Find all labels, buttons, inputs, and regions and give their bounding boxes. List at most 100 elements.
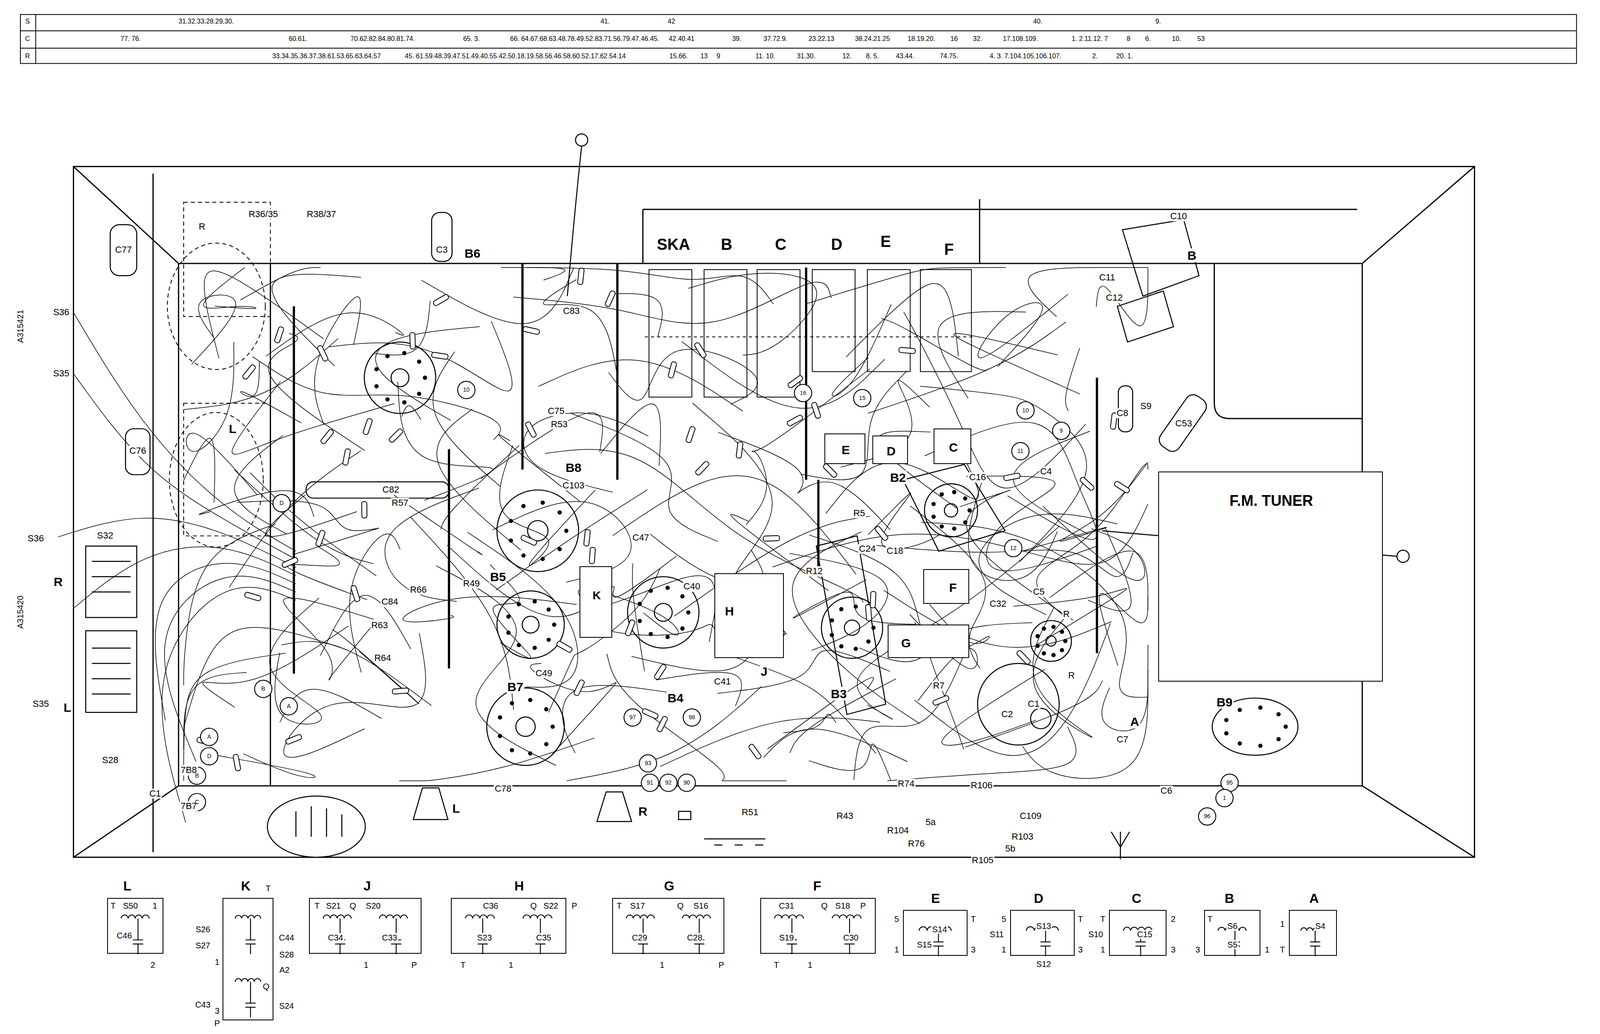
resistors [196,268,1131,772]
label-holder: 98 [687,713,697,721]
label-holder: 38.24.21.25 [854,35,892,43]
coil-symbols [235,915,262,919]
label-holder: 10. [1171,35,1182,43]
pin-label: 1 [658,960,666,970]
text-holder: H [723,604,735,618]
text-holder: C28 [686,933,704,943]
resistors [589,547,596,564]
tube-sockets [654,603,673,622]
coil-unit: HJ [714,573,784,659]
text-holder: T [459,960,467,970]
table-cell: 17.108.109. [1002,35,1040,43]
coil-symbols [245,918,256,955]
label-holder: R [52,574,64,589]
tube-sockets [541,500,545,505]
part-label: S36 [26,533,45,544]
wiring [966,476,1099,571]
label-holder: S35 [31,699,50,709]
unit-letter: F [812,879,823,894]
label-holder: S36 [52,307,70,318]
coil-unit-box: FC31QS18PS19C30T1 [760,898,876,955]
label-holder: 45. 61.59.48.39.47.51.49.40.55.42.50.18.… [404,52,627,60]
callout-number: 96 [1202,813,1212,820]
tube-sockets [546,638,551,642]
label-holder: 15.66. [668,52,689,60]
callout-circles [623,708,642,727]
pin-label: 2 [149,960,156,970]
wiring [252,356,501,440]
wiring [1022,644,1149,779]
wiring [783,713,836,733]
drawing-number: A315421 [15,308,25,344]
wiring [763,729,908,762]
callout-circles [188,381,1239,826]
capacitor-cans [125,428,150,475]
callout-circles [639,754,657,773]
label-holder: S [24,17,31,26]
wiring [1101,669,1148,731]
pin-label: C35 [535,933,553,943]
part-label: 5b [1004,843,1016,854]
resistors [573,679,585,697]
coil-unit-box: E5TS14S1513 [902,910,968,956]
terminal-strips [293,263,1097,674]
label-holder: 92 [664,778,673,787]
tube-sockets [1276,737,1281,741]
text-holder: C46 [115,931,133,941]
side-coil-assemblies [85,630,137,713]
wiring [867,322,1066,414]
text-holder: T [264,883,272,894]
brackets [902,464,1006,552]
callout-number: 11 [1016,447,1025,455]
label-holder: 33.34.35.36.37.38.61.53.65.63.64.57 [271,52,382,60]
wiring [58,267,1149,823]
part-label: C11 [1098,272,1117,283]
text-holder: T [970,914,977,924]
wiring [881,318,989,371]
speakers-and-plug [267,796,366,858]
pin-label: P [570,901,578,911]
part-label: C5 [1032,586,1046,597]
tube-sockets [686,610,690,615]
text-holder: E [840,443,851,457]
wiring [1049,550,1148,610]
pin-label: 1 [893,945,900,955]
text-holder: Q [820,901,829,911]
table-cell: 15.66. [668,52,689,60]
label-holder: C40 [682,581,701,592]
resistors [811,401,822,419]
part-letter: G [900,635,912,650]
label-holder: C1 [1027,699,1041,709]
label-holder: 4. 3. 7.104.105.106.107. [988,52,1062,60]
label-holder: 13 [699,52,709,60]
label-holder: C10 [1169,211,1188,222]
callout-circles [200,747,218,766]
label-holder: E [879,233,892,251]
part-label: R38/37 [306,209,338,220]
label-holder: 31.30. [796,52,817,60]
unit-letter: D [1032,891,1045,906]
part-label: C75 [546,406,566,417]
part-label: L [451,801,461,815]
resistors [315,529,326,547]
label-holder: C49 [534,668,554,679]
wiring [208,753,316,778]
wiring [183,338,339,410]
tube-sockets [963,496,968,501]
label-holder: 43.44. [895,52,915,60]
pin-label: S50 [122,901,139,911]
part-label: R [637,804,649,819]
text-holder: G [663,879,676,894]
part-letter: C [948,440,959,455]
wiring [937,311,1026,399]
coil-unit: G [887,624,970,659]
text-holder: Q [262,982,271,992]
label-holder: 74.75. [938,52,959,60]
text-holder: F [948,580,958,595]
resistors [1113,480,1131,494]
pin-label: S14 [931,924,949,935]
label-holder: C109 [1018,811,1043,822]
tube-sockets [839,644,844,649]
pin-label: 2 [1170,914,1177,924]
label-holder: C32 [988,598,1007,609]
